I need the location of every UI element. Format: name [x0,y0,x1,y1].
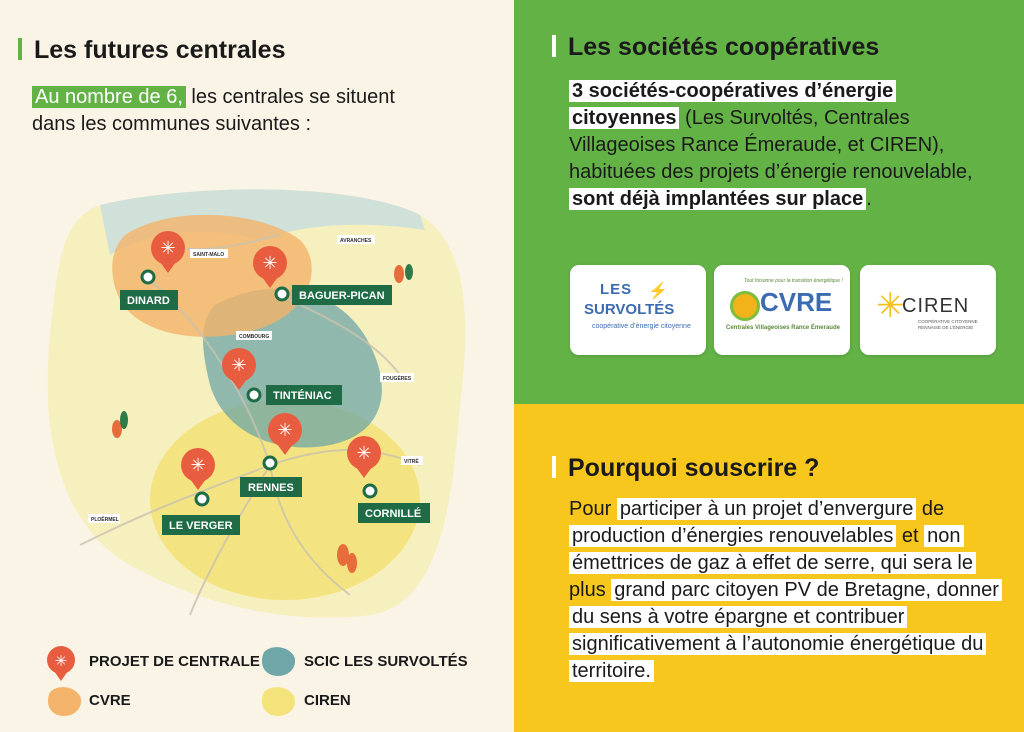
section-title-pourquoi: Pourquoi souscrire ? [552,454,819,483]
legend-scic-swatch [261,647,296,676]
svg-text:✳: ✳ [231,355,246,375]
cooperatives-text: 3 sociétés-coopératives d’énergie citoye… [569,80,973,210]
svg-text:✳: ✳ [262,253,277,273]
town-ploermel: PLOËRMEL [91,516,119,523]
svg-text:✳: ✳ [277,420,292,440]
right-top-panel: Les sociétés coopératives 3 sociétés-coo… [514,0,1024,404]
legend-marker-icon: ✳ [47,646,75,681]
pourquoi-text: Pour participer à un projet d’envergure … [569,496,1009,685]
plant-marker-cornille: ✳ [347,436,381,478]
label-le-verger: LE VERGER [169,520,233,532]
intro-rest: les centrales se situent dans les commun… [32,86,395,135]
section-title-futures-centrales: Les futures centrales [18,36,286,65]
label-tinteniac: TINTÉNIAC [273,389,332,402]
plant-marker-le-verger: ✳ [181,448,215,490]
town-combourg: COMBOURG [239,334,269,340]
label-dinard: DINARD [127,295,170,307]
tree-icons [112,264,413,573]
ciren-sun-icon: ✳ [876,287,905,325]
plant-marker-baguer: ✳ [253,246,287,288]
legend-cvre: CVRE [89,692,131,709]
plant-marker-dinard: ✳ [151,231,185,273]
sun-icon [730,291,760,321]
centrales-map: SAINT-MALO AVRANCHES COMBOURG FOUGÈRES V… [47,189,466,618]
town-saint-malo: SAINT-MALO [193,252,224,258]
town-fougeres: FOUGÈRES [383,374,412,382]
label-rennes: RENNES [248,482,294,494]
legend-cvre-swatch [47,687,82,716]
legend-ciren: CIREN [304,692,351,709]
plant-labels: DINARD BAGUER-PICAN TINTÉNIAC RENNES LE … [120,285,430,535]
plant-markers: ✳ ✳ ✳ ✳ ✳ ✳ [151,231,381,490]
plant-marker-rennes: ✳ [268,413,302,455]
town-avranches: AVRANCHES [340,238,372,244]
left-panel: Les futures centrales Au nombre de 6, le… [0,0,514,732]
svg-text:✳: ✳ [160,238,175,258]
label-baguer-pican: BAGUER-PICAN [299,290,385,302]
logo-card-ciren: ✳ CIREN COOPÉRATIVE CITOYENNE RENNAISE D… [860,265,996,355]
legend-ciren-swatch [261,687,296,716]
town-labels: SAINT-MALO AVRANCHES COMBOURG FOUGÈRES V… [88,235,423,523]
label-cornille: CORNILLÉ [365,507,421,520]
bolt-icon: ⚡ [648,283,668,300]
legend-scic: SCIC LES SURVOLTÉS [304,653,468,670]
svg-text:✳: ✳ [356,443,371,463]
svg-text:✳: ✳ [55,653,68,670]
logo-card-cvre: Tout foisonne pour la transition énergét… [714,265,850,355]
title-accent-bar [552,35,556,57]
title-accent-bar [18,38,22,60]
title-accent-bar [552,456,556,478]
town-vitre: VITRÉ [404,457,419,465]
logo-card-survoltes: LES ⚡ SURVOLTÉS coopérative d’énergie ci… [570,265,706,355]
intro-highlight: Au nombre de 6, [32,86,186,108]
svg-text:✳: ✳ [190,455,205,475]
intro-text: Au nombre de 6, les centrales se situent… [32,84,432,138]
legend-projet: PROJET DE CENTRALE [89,653,260,670]
section-title-cooperatives: Les sociétés coopératives [552,33,879,62]
plant-marker-tinteniac: ✳ [222,348,256,390]
right-bottom-panel: Pourquoi souscrire ? Pour participer à u… [514,404,1024,732]
